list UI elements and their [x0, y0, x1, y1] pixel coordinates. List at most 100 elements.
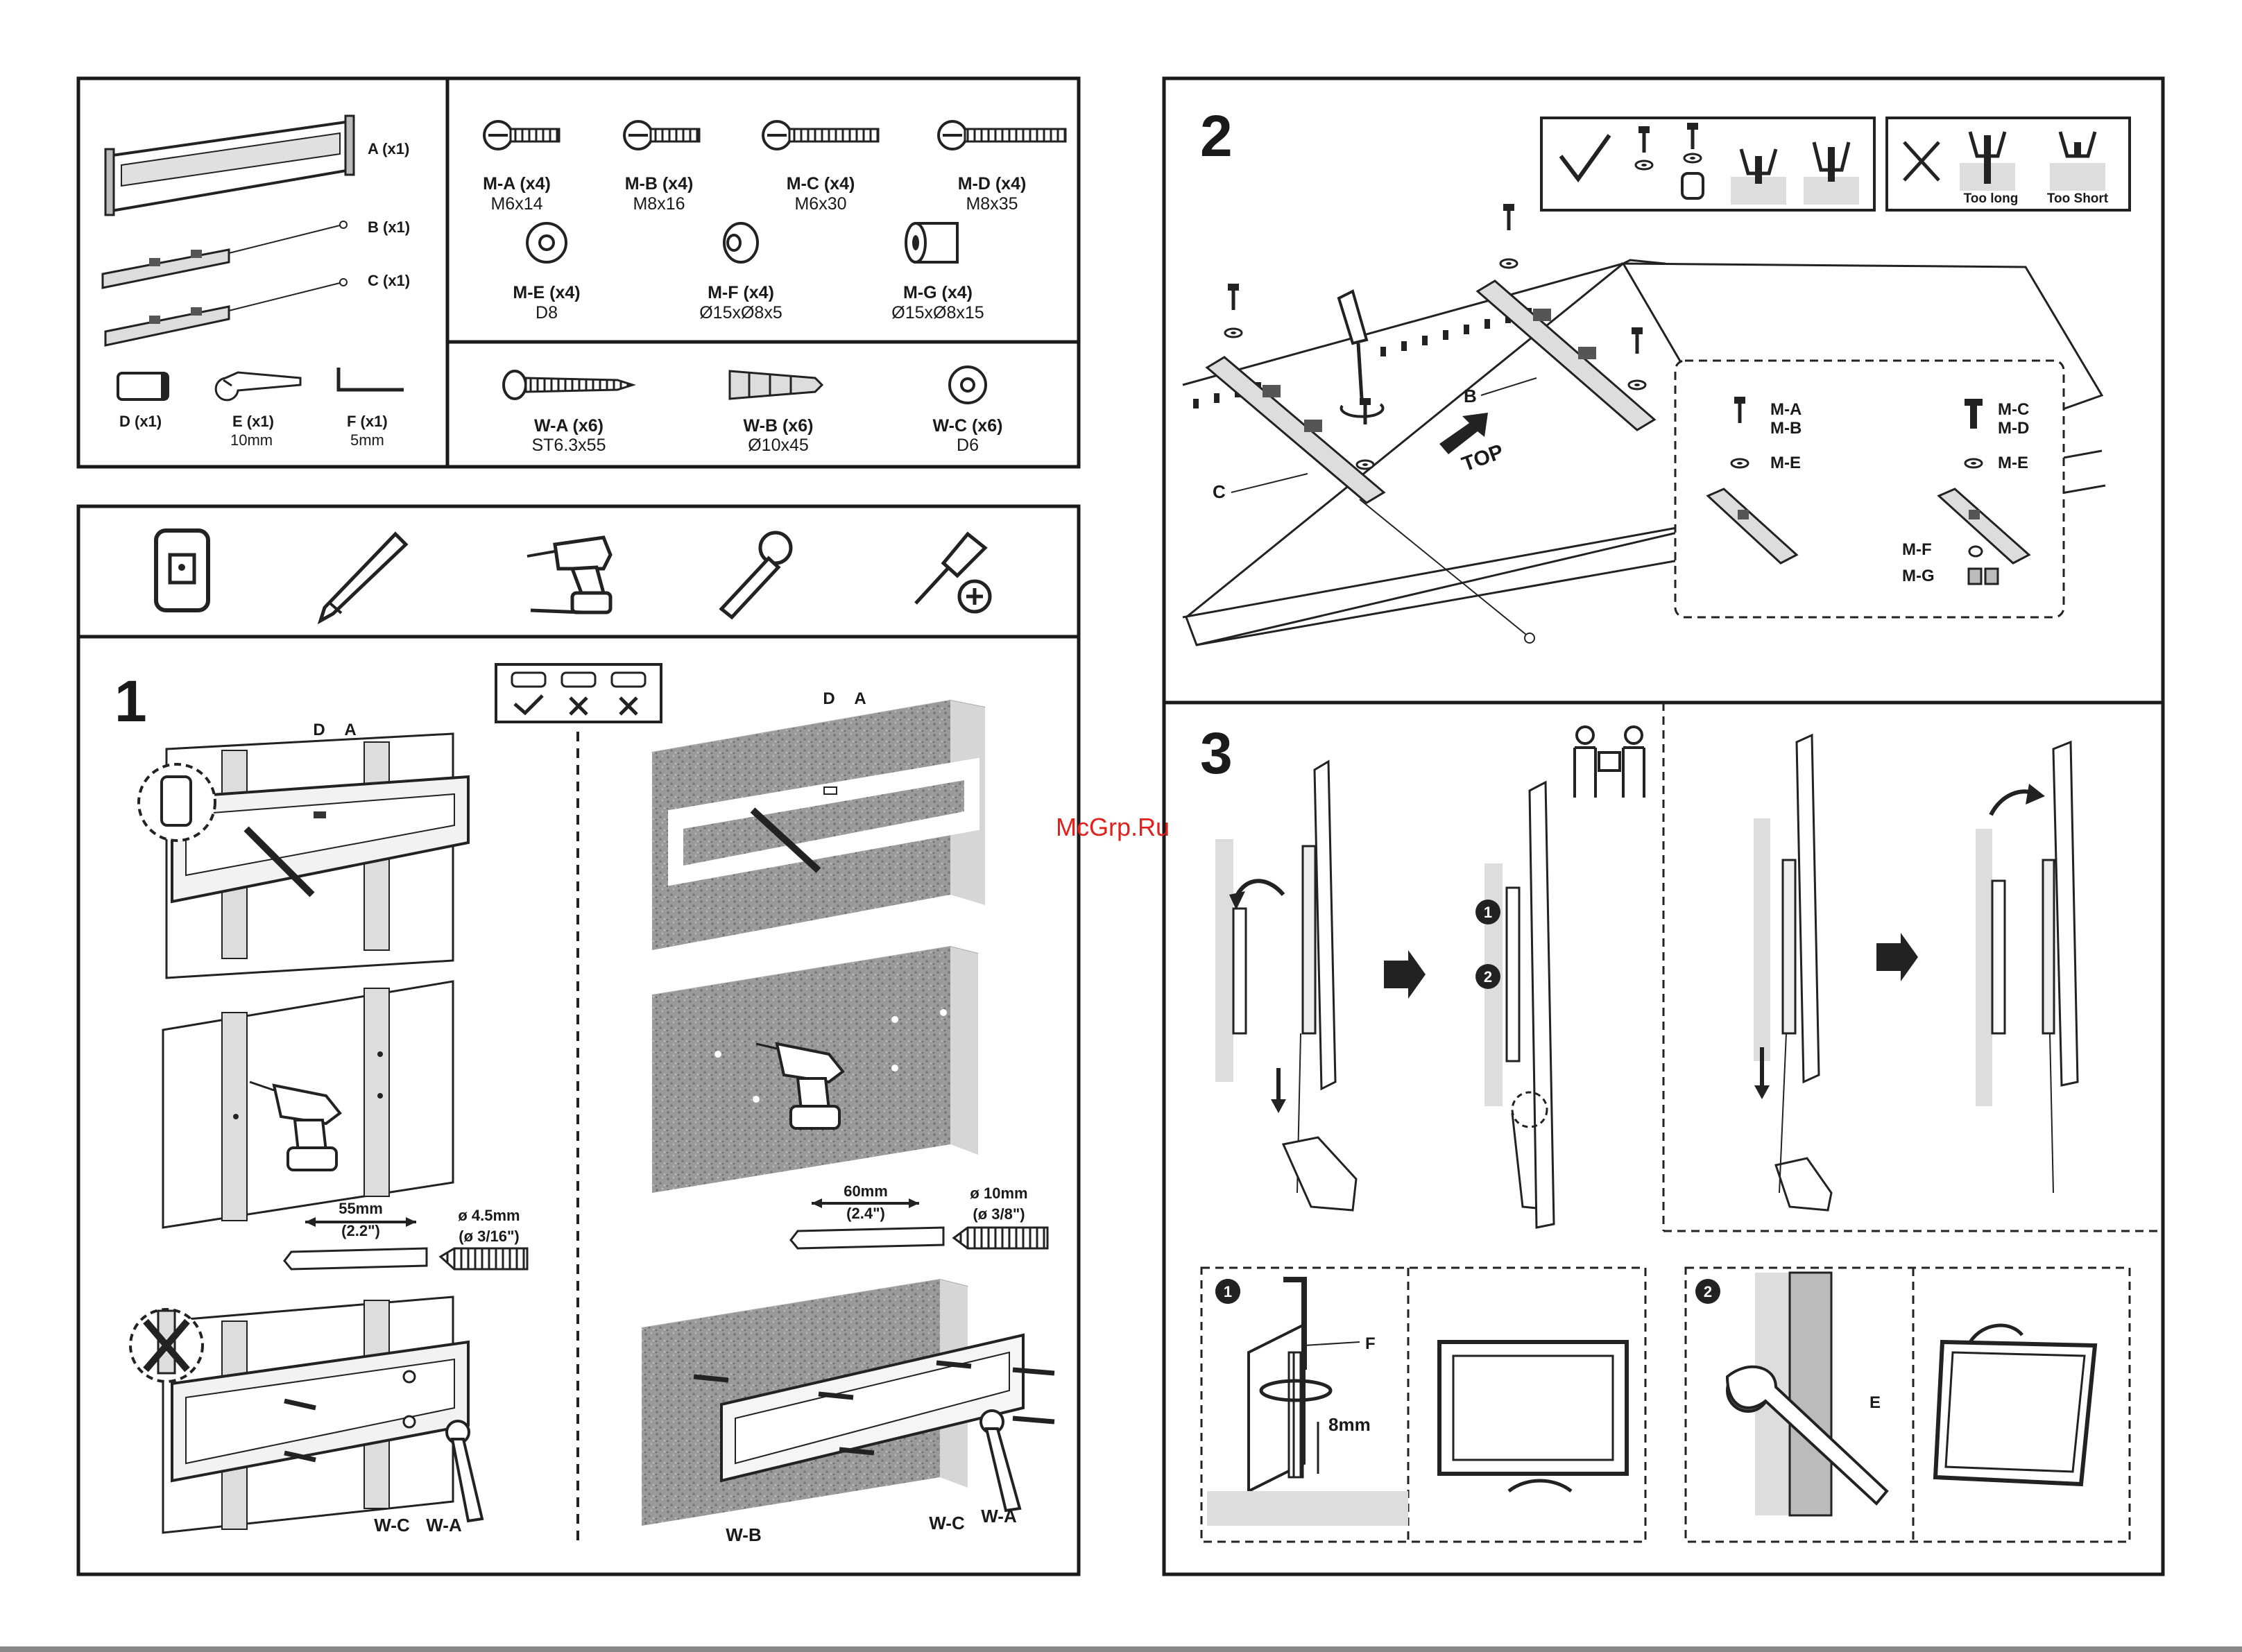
pencil-icon — [317, 531, 409, 625]
wall-w-a-label: W-A (x6) — [534, 416, 604, 436]
part-c-label: C (x1) — [368, 272, 410, 289]
screw-m-b-drawing — [623, 120, 701, 150]
lag-screw-w-a-drawing — [502, 370, 636, 400]
step2-c-label: C — [1213, 481, 1226, 502]
screw-m-d-drawing — [937, 120, 1067, 150]
wood-wa-label: W-A — [426, 1515, 462, 1535]
detail1-tool-label: F — [1365, 1334, 1376, 1353]
spacer-m-g-label: M-G (x4) — [903, 283, 973, 302]
step2-panel: 2 Too long Too Shor — [1162, 76, 2165, 705]
screw-m-c-spec: M6x30 — [794, 194, 846, 214]
detail-m-a-label: M-A — [1770, 400, 1802, 419]
check-icon — [1559, 134, 1611, 183]
incorrect-length-box — [1885, 117, 2131, 212]
too-long-label: Too long — [1964, 191, 2019, 206]
spacer-m-e-spec: D8 — [536, 303, 558, 322]
concrete-wall-mark — [651, 699, 986, 950]
watermark: McGrp.Ru — [1056, 813, 1170, 841]
wall-w-c-spec: D6 — [957, 436, 979, 455]
concrete-drill-gauge — [789, 1198, 1049, 1250]
part-d-label: D (x1) — [119, 413, 162, 430]
detail2-tool-label: E — [1869, 1393, 1881, 1412]
parts-panel: A (x1) B (x1) C (x1) D (x1) E (x1) — [76, 76, 1081, 469]
arm-b-drawing — [101, 221, 348, 289]
level-check-box — [495, 663, 662, 723]
detail-m-f-label: M-F — [1902, 540, 1932, 559]
wood-spacing-inch: (2.2") — [341, 1222, 380, 1239]
concrete-spacing-inch: (2.4") — [846, 1205, 885, 1222]
detail-m-g-label: M-G — [1902, 567, 1935, 585]
detail1-box — [1200, 1266, 1647, 1543]
allen-key-f-drawing — [336, 368, 404, 392]
spacer-m-f-spec: Ø15xØ8x5 — [699, 303, 782, 322]
x-icon — [1903, 141, 1940, 182]
part-e-label: E (x1) — [232, 413, 274, 430]
hang-tv-scene-2 — [1475, 780, 1555, 1229]
wall-w-c-label: W-C (x6) — [933, 416, 1003, 436]
concrete-spacing-label: 60mm — [844, 1182, 888, 1200]
step1-concrete-d-label: D — [823, 689, 835, 708]
wood-wc-label: W-C — [374, 1515, 410, 1535]
arm-c-drawing — [104, 278, 348, 347]
step1-wood-d-label: D — [313, 721, 325, 739]
part-e-spec: 10mm — [230, 431, 273, 449]
step2-detail-box — [1674, 359, 2065, 619]
drill-icon — [527, 535, 613, 614]
wood-bit-label: ø 4.5mm — [458, 1207, 520, 1224]
too-short-label: Too Short — [2047, 191, 2109, 206]
concrete-wa-label: W-A — [981, 1506, 1017, 1526]
level-d-drawing — [117, 372, 169, 401]
wood-wall-fix — [129, 1296, 484, 1534]
step1-concrete-a-label: A — [854, 689, 866, 708]
detail-m-d-label: M-D — [1998, 419, 2029, 438]
screw-m-d-spec: M8x35 — [966, 194, 1018, 214]
check-icon — [513, 694, 544, 716]
wood-drill-gauge — [283, 1217, 529, 1271]
arrow-right-icon — [1876, 933, 1918, 981]
detail1-marker: 1 — [1224, 1283, 1232, 1300]
stud-finder-icon — [154, 528, 210, 612]
two-person-icon — [1573, 725, 1645, 798]
release-scene-1 — [1754, 733, 1833, 1212]
washer-w-c-drawing — [948, 365, 987, 404]
concrete-wb-label: W-B — [726, 1524, 761, 1545]
screw-m-b-spec: M8x16 — [633, 194, 685, 214]
detail-m-e-right-label: M-E — [1998, 454, 2028, 472]
wood-wall-mark — [137, 732, 470, 979]
concrete-wc-label: W-C — [929, 1513, 965, 1533]
wall-w-a-spec: ST6.3x55 — [531, 436, 606, 455]
spacer-m-e-label: M-E (x4) — [513, 283, 580, 302]
screw-m-d-label: M-D (x4) — [958, 174, 1027, 193]
concrete-bit-inch: (ø 3/8") — [973, 1205, 1025, 1223]
wrench-e-drawing — [214, 371, 302, 402]
x-icon — [569, 696, 588, 716]
step3-panel: 3 — [1162, 700, 2165, 1576]
release-scene-2 — [1976, 740, 2079, 1194]
detail2-marker: 2 — [1704, 1283, 1712, 1300]
detail-m-e-left-label: M-E — [1770, 454, 1801, 472]
spacer-m-g-spec: Ø15xØ8x15 — [891, 303, 984, 322]
detail2-box — [1684, 1266, 2131, 1543]
plate-a-drawing — [104, 114, 355, 216]
parts-frame — [76, 76, 1081, 469]
step2-b-label: B — [1464, 386, 1477, 406]
spacer-m-g-drawing — [905, 222, 959, 264]
step1-number: 1 — [114, 669, 147, 734]
step1-frame — [76, 504, 1081, 1576]
arrow-right-icon — [1384, 950, 1426, 999]
wall-w-b-label: W-B (x6) — [744, 416, 814, 436]
step3-number: 3 — [1200, 721, 1233, 786]
part-f-spec: 5mm — [350, 431, 384, 449]
step1-panel: 1 D A — [76, 504, 1081, 1576]
correct-length-box — [1540, 117, 1876, 212]
detail1-gap-label: 8mm — [1328, 1414, 1371, 1435]
wood-wall-drill — [162, 980, 454, 1229]
wood-bit-inch: (ø 3/16") — [459, 1228, 519, 1245]
spacer-m-f-label: M-F (x4) — [708, 283, 774, 302]
x-icon — [619, 696, 638, 716]
part-a-label: A (x1) — [368, 140, 409, 157]
washer-m-e-drawing — [526, 222, 567, 264]
step2-number: 2 — [1200, 103, 1233, 169]
screw-m-b-label: M-B (x4) — [625, 174, 694, 193]
wall-w-b-spec: Ø10x45 — [748, 436, 809, 455]
